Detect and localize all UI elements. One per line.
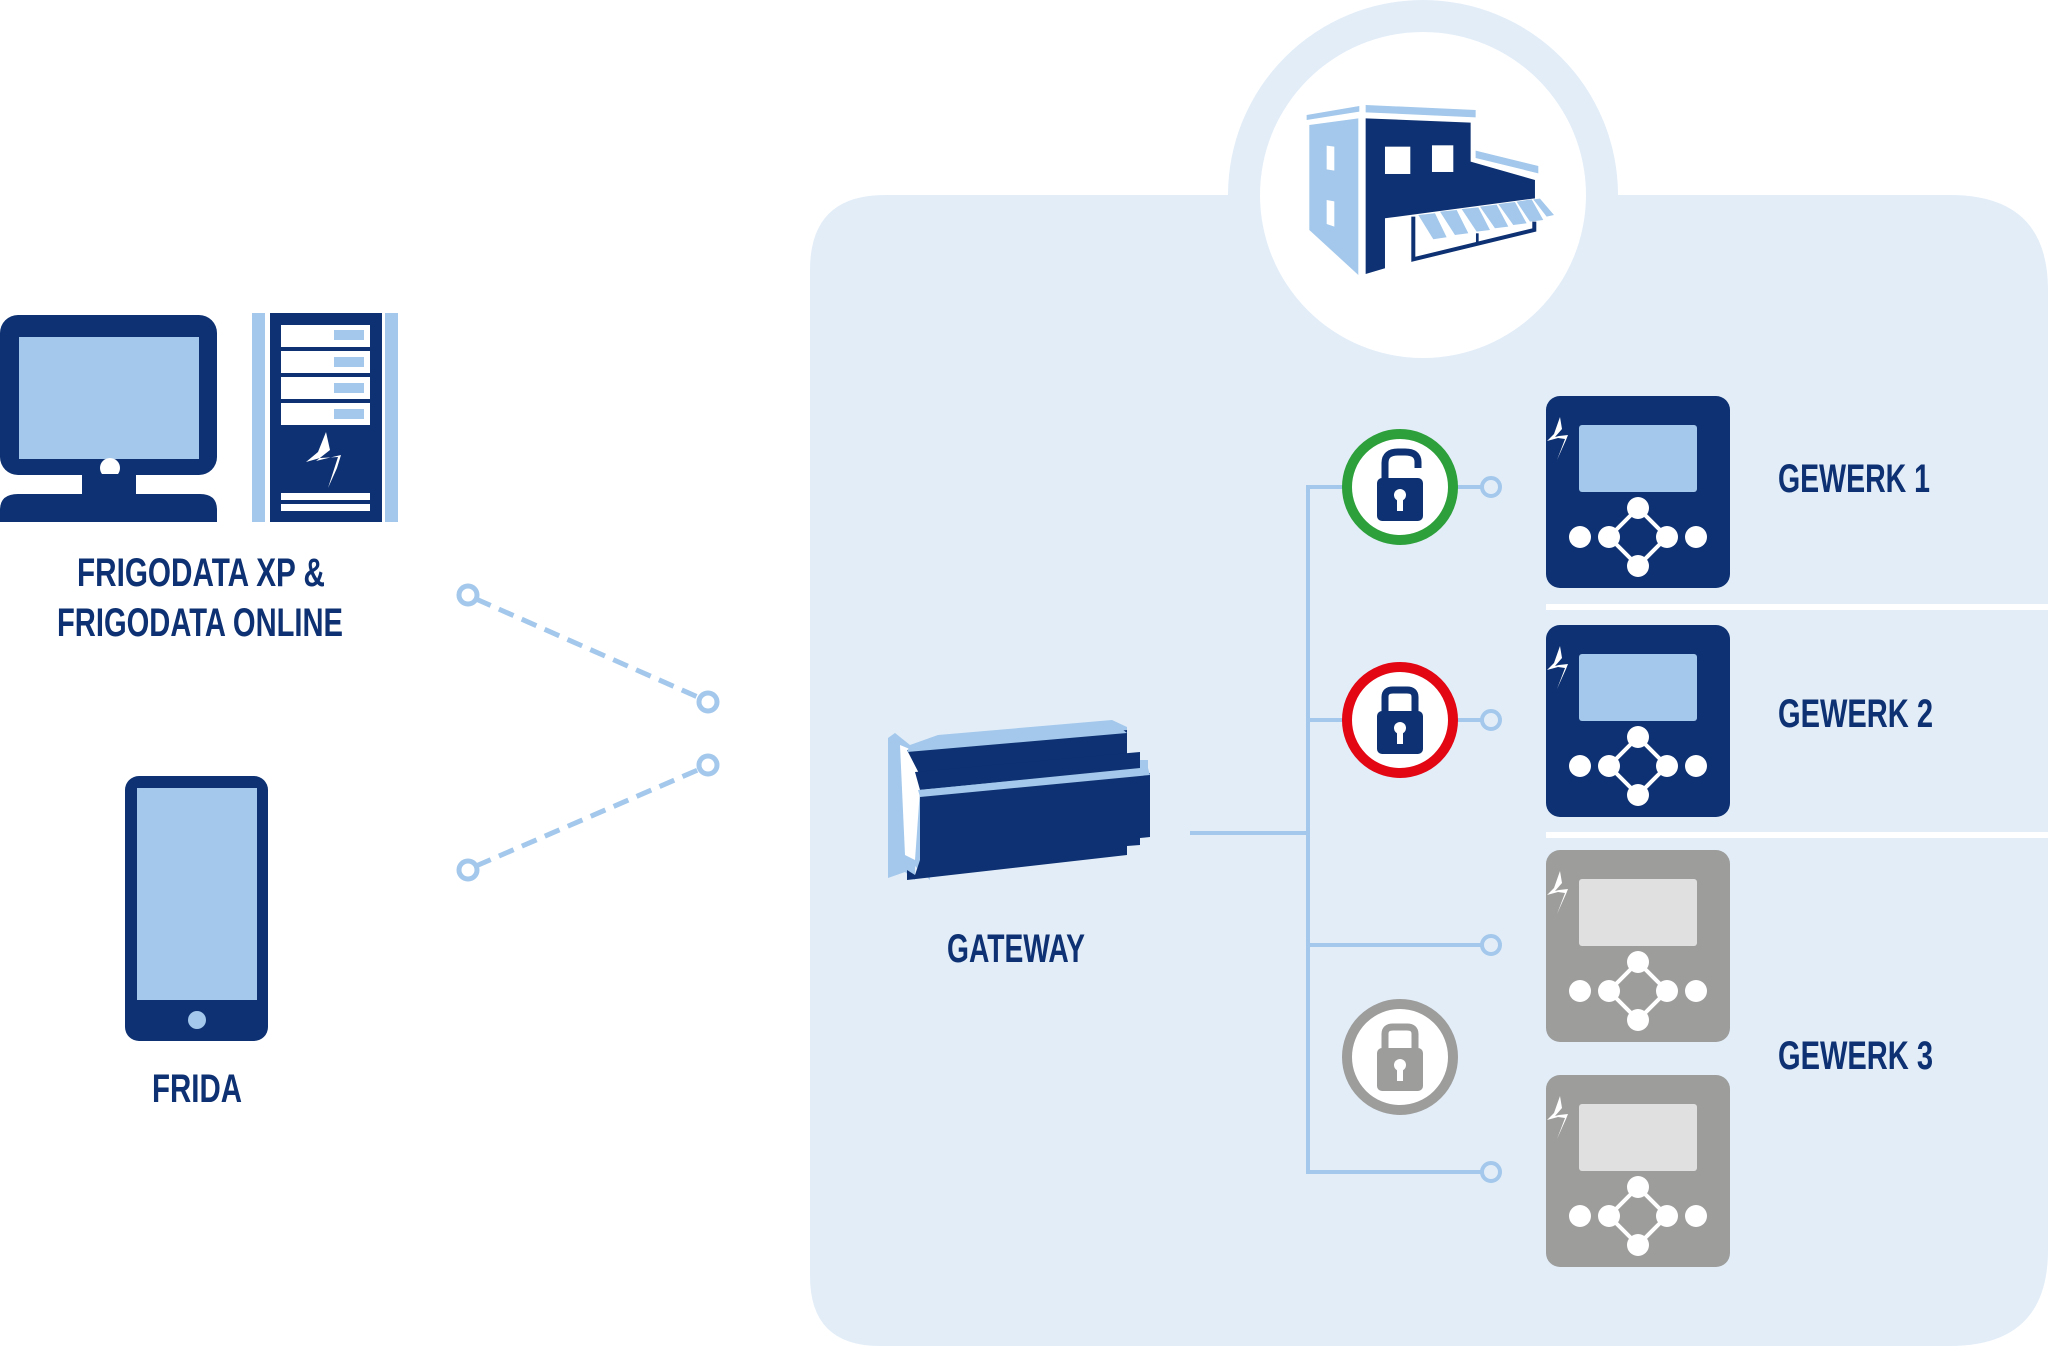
link-node: [696, 753, 720, 777]
group-divider: [1546, 604, 2048, 610]
controller-button: [1627, 1176, 1649, 1198]
home-button-icon: [188, 1011, 206, 1029]
controller-button: [1685, 526, 1707, 548]
locked-lock-badge-red: [1342, 662, 1458, 778]
server-tower-icon: [252, 313, 398, 522]
site-panel-bg: [810, 195, 2048, 1346]
frida-label: FRIDA: [152, 1067, 242, 1111]
link-node: [456, 858, 480, 882]
controller-screen: [1579, 425, 1697, 492]
controller-button: [1598, 526, 1620, 548]
controller-button: [1627, 726, 1649, 748]
controller-screen: [1579, 879, 1697, 946]
bus-node: [1480, 934, 1502, 956]
link-node: [696, 690, 720, 714]
controller-button: [1627, 1009, 1649, 1031]
wireless-connections: [456, 583, 720, 882]
controller-button: [1569, 755, 1591, 777]
controller-button: [1685, 980, 1707, 1002]
group-label-gewerk-3: GEWERK 3: [1778, 1034, 1933, 1078]
dashed-link-frigodata: [474, 596, 702, 701]
lightning-icon: [306, 432, 341, 488]
controller-unit: [1546, 850, 1730, 1042]
controller-unit: [1546, 625, 1730, 817]
controller-button: [1569, 526, 1591, 548]
controller-button: [1627, 555, 1649, 577]
site-panel: [810, 0, 2048, 1346]
controller-button: [1598, 980, 1620, 1002]
controller-button: [1656, 1205, 1678, 1227]
bus-node: [1480, 709, 1502, 731]
group-label-gewerk-1: GEWERK 1: [1778, 457, 1930, 501]
controller-button: [1656, 980, 1678, 1002]
bus-node: [1480, 1161, 1502, 1183]
controller-screen: [1579, 654, 1697, 721]
building-icon: [1306, 104, 1554, 275]
controller-button: [1627, 497, 1649, 519]
controller-button: [1627, 951, 1649, 973]
smartphone-icon: [125, 776, 268, 1041]
controller-button: [1656, 755, 1678, 777]
locked-lock-icon: [1381, 1023, 1419, 1051]
lightning-icon: [1547, 646, 1568, 689]
lightning-icon: [1547, 1096, 1568, 1139]
controller-unit: [1546, 396, 1730, 588]
unlocked-lock-icon: [1381, 448, 1422, 482]
locked-lock-badge-gray: [1342, 999, 1458, 1115]
controller-button: [1569, 980, 1591, 1002]
link-node: [456, 583, 480, 607]
frigodata-label-line-1: FRIGODATA XP &: [77, 551, 325, 595]
locked-lock-icon: [1381, 686, 1419, 714]
controller-button: [1627, 784, 1649, 806]
bus-node: [1480, 476, 1502, 498]
dashed-link-frida: [475, 766, 701, 869]
desktop-monitor-icon: [0, 315, 217, 522]
controller-button: [1627, 1234, 1649, 1256]
lightning-icon: [1547, 417, 1568, 460]
unlocked-lock-badge: [1342, 429, 1458, 545]
group-label-gewerk-2: GEWERK 2: [1778, 692, 1933, 736]
controllers: [1546, 396, 1730, 1267]
controller-unit: [1546, 1075, 1730, 1267]
frigodata-label-line-2: FRIGODATA ONLINE: [57, 601, 343, 645]
controller-button: [1656, 526, 1678, 548]
controller-button: [1598, 1205, 1620, 1227]
controller-button: [1685, 1205, 1707, 1227]
controller-button: [1685, 755, 1707, 777]
gateway-device-icon: [888, 720, 1150, 880]
controller-button: [1598, 755, 1620, 777]
lightning-icon: [1547, 871, 1568, 914]
controller-screen: [1579, 1104, 1697, 1171]
gateway-label: GATEWAY: [947, 927, 1085, 971]
controller-button: [1569, 1205, 1591, 1227]
group-divider: [1546, 832, 2048, 838]
